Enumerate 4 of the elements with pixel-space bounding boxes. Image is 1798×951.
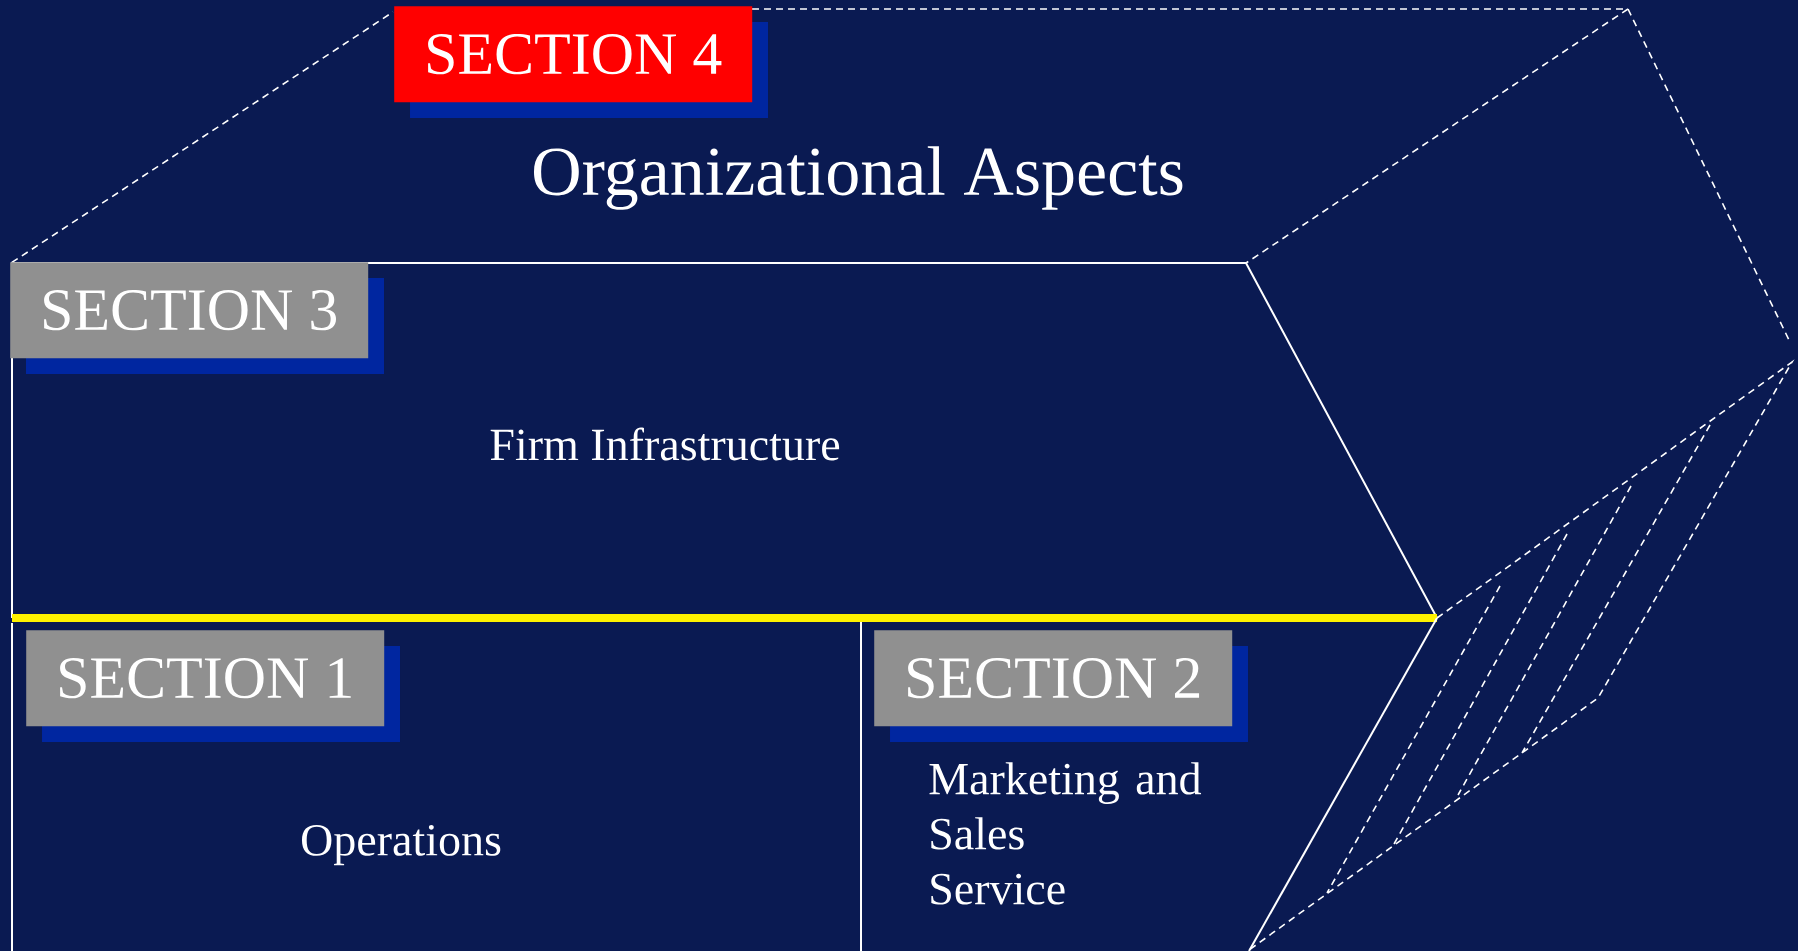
section-tag: SECTION 4 xyxy=(394,6,768,118)
section-tag: SECTION 2 xyxy=(874,630,1248,742)
section-tag: SECTION 3 xyxy=(10,262,384,374)
section-tag: SECTION 1 xyxy=(26,630,400,742)
